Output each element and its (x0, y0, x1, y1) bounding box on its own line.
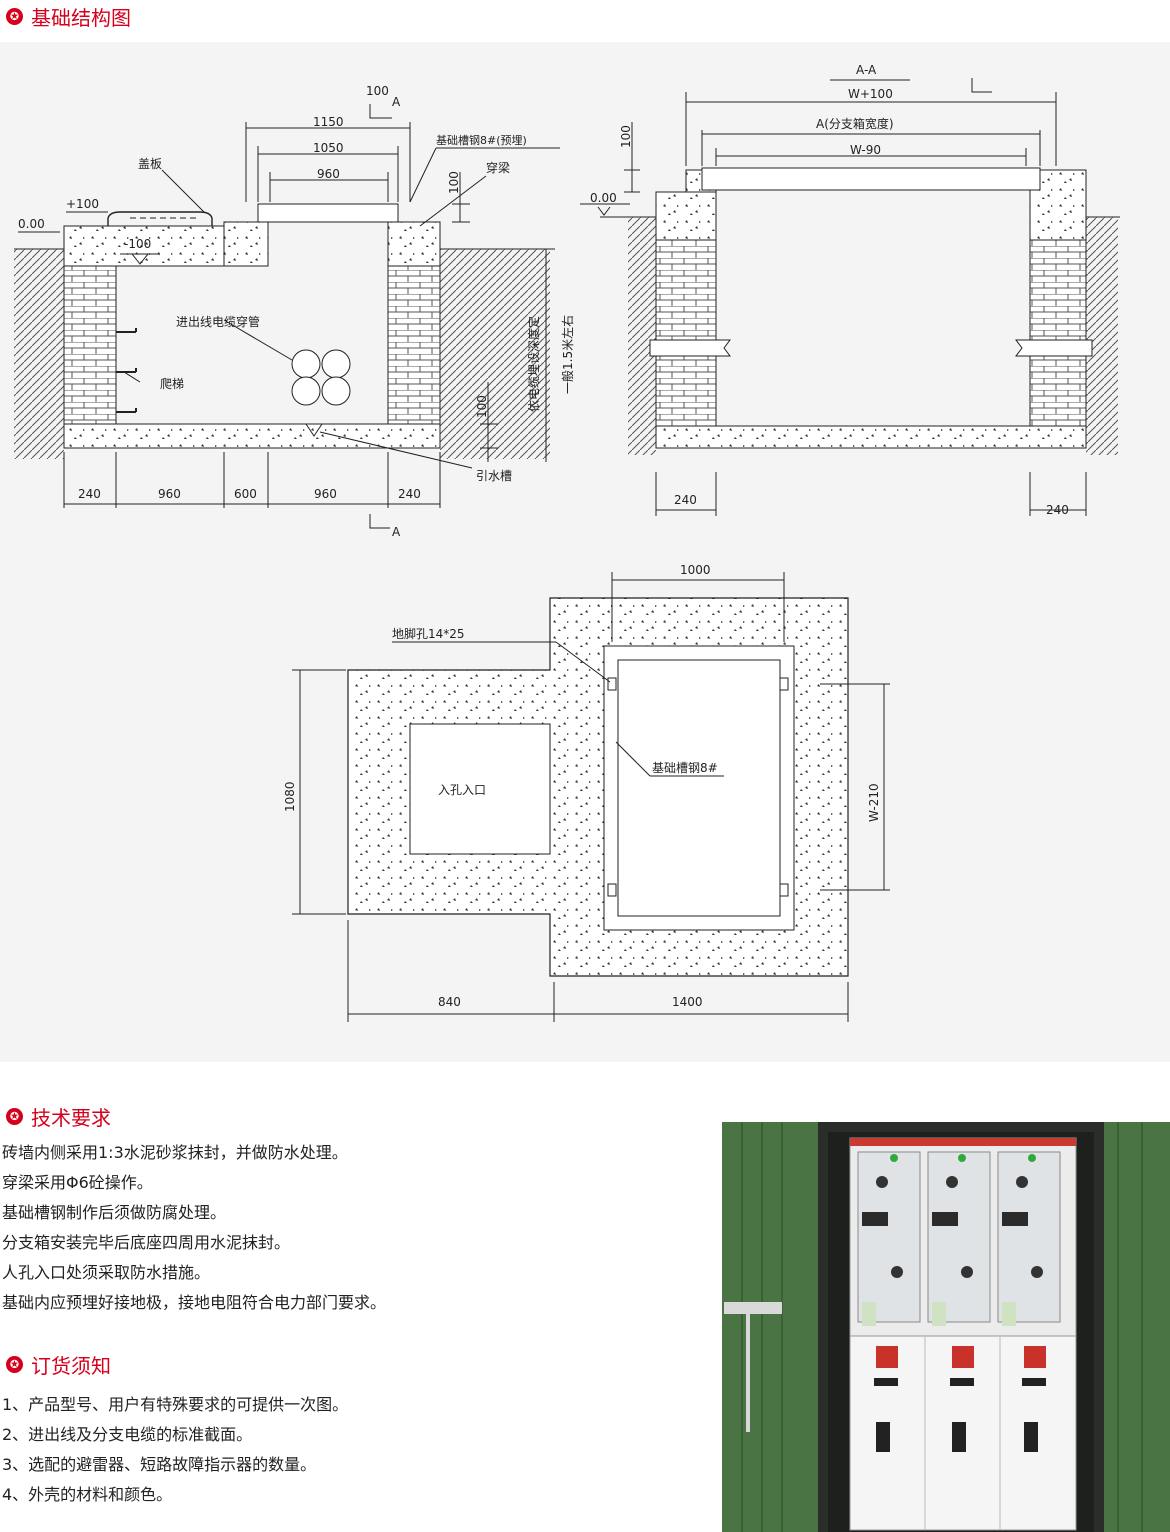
label-cable-pipe: 进出线电缆穿管 (176, 314, 260, 329)
list-item: 2、进出线及分支电缆的标准截面。 (2, 1425, 253, 1444)
section-mark-a-top: A (392, 95, 401, 109)
section-mark-100: 100 (366, 84, 389, 98)
dim-plan-1400: 1400 (672, 995, 703, 1009)
ground-hatch-left (14, 249, 64, 459)
cabinet-illustration (722, 1122, 1170, 1532)
section-title-structure-text: 基础结构图 (31, 6, 131, 30)
label-ladder: 爬梯 (160, 377, 184, 391)
star-icon: ✪ (6, 8, 23, 25)
dim-side-100-bottom: 100 (475, 395, 489, 418)
channel-frame-inner (617, 659, 781, 917)
label-beam: 穿梁 (486, 160, 510, 175)
label-cover: 盖板 (138, 157, 162, 171)
plan-view: 入孔入口 基础槽钢8# 地脚孔14*25 1000 1080 W-210 840… (283, 563, 890, 1022)
star-icon: ✪ (6, 1108, 23, 1125)
label-channel: 基础槽钢8#(预埋) (436, 134, 527, 147)
dim-side-100-top: 100 (447, 171, 461, 194)
section-title-ordering-text: 订货须知 (31, 1354, 111, 1378)
section-title-technical-text: 技术要求 (31, 1106, 111, 1130)
list-item: 人孔入口处须采取防水措施。 (2, 1263, 211, 1282)
dim-plan-1000: 1000 (680, 563, 711, 577)
list-item: 分支箱安装完毕后底座四周用水泥抹封。 (2, 1233, 291, 1252)
elev-minus100: -100 (124, 237, 151, 251)
bottom-slab (63, 423, 441, 449)
list-item: 砖墙内侧采用1:3水泥砂浆抹封，并做防水处理。 (2, 1143, 348, 1162)
elev-zero-left: 0.00 (18, 217, 45, 231)
manhole-opening (409, 723, 551, 855)
label-approx: 一般1.5米左右 (560, 315, 575, 394)
dim-aa-240-right: 240 (1046, 503, 1069, 517)
list-item: 3、选配的避雷器、短路故障指示器的数量。 (2, 1455, 317, 1474)
dim-bottom-960-left: 960 (158, 487, 181, 501)
product-photo (722, 1122, 1170, 1532)
section-title-technical: ✪ 技术要求 (6, 1102, 111, 1131)
label-drain: 引水槽 (476, 469, 512, 483)
label-plan-channel: 基础槽钢8# (652, 761, 718, 775)
list-item: 4、外壳的材料和颜色。 (2, 1485, 173, 1504)
list-item: 基础槽钢制作后须做防腐处理。 (2, 1203, 227, 1222)
section-mark-a-bottom: A (392, 525, 401, 539)
dim-bottom-960-right: 960 (314, 487, 337, 501)
elev-plus100: +100 (66, 197, 99, 211)
dim-top-1150: 1150 (313, 115, 344, 129)
left-section: 1150 1050 960 100 A A 0.00 +100 -100 盖板 … (14, 84, 575, 539)
brick-wall-left (63, 265, 117, 425)
brick-wall-right (387, 265, 441, 425)
dim-bottom-240-left: 240 (78, 487, 101, 501)
label-cable-depth: 依电缆埋设深度定 (526, 316, 541, 412)
dim-top-1050: 1050 (313, 141, 344, 155)
brick-wall-aa-right (1029, 239, 1087, 427)
elev-zero-aa: 0.00 (590, 191, 617, 205)
dim-bottom-600: 600 (234, 487, 257, 501)
dim-aa-100: 100 (619, 125, 633, 148)
list-item: 穿梁采用Φ6砼操作。 (2, 1173, 153, 1192)
right-section: A-A W+100 A(分支箱宽度) W-90 100 0.00 240 240 (580, 63, 1120, 517)
section-title-structure: ✪ 基础结构图 (6, 2, 131, 31)
dim-aa-240-left: 240 (674, 493, 697, 507)
technical-list: 砖墙内侧采用1:3水泥砂浆抹封，并做防水处理。 穿梁采用Φ6砼操作。 基础槽钢制… (2, 1138, 386, 1318)
bottom-slab-aa (655, 425, 1087, 449)
brick-wall-aa-left (655, 239, 717, 427)
structure-drawing: 1150 1050 960 100 A A 0.00 +100 -100 盖板 … (14, 63, 1120, 1022)
label-a-width: A(分支箱宽度) (816, 116, 894, 131)
label-w-plus-100: W+100 (848, 87, 893, 101)
ordering-list: 1、产品型号、用户有特殊要求的可提供一次图。 2、进出线及分支电缆的标准截面。 … (2, 1390, 348, 1510)
star-icon: ✪ (6, 1356, 23, 1373)
label-w-minus-90: W-90 (850, 143, 881, 157)
label-anchor-hole: 地脚孔14*25 (392, 626, 465, 641)
dim-bottom-240-right: 240 (398, 487, 421, 501)
drawing-panel: 1150 1050 960 100 A A 0.00 +100 -100 盖板 … (0, 42, 1170, 1062)
label-manhole: 入孔入口 (438, 783, 486, 797)
section-title-ordering: ✪ 订货须知 (6, 1350, 111, 1379)
dim-plan-840: 840 (438, 995, 461, 1009)
dim-top-960: 960 (317, 167, 340, 181)
label-section-aa: A-A (856, 63, 877, 77)
dim-plan-w-210: W-210 (867, 783, 881, 822)
dim-plan-1080: 1080 (283, 781, 297, 812)
list-item: 1、产品型号、用户有特殊要求的可提供一次图。 (2, 1395, 349, 1414)
list-item: 基础内应预埋好接地极，接地电阻符合电力部门要求。 (2, 1293, 387, 1312)
